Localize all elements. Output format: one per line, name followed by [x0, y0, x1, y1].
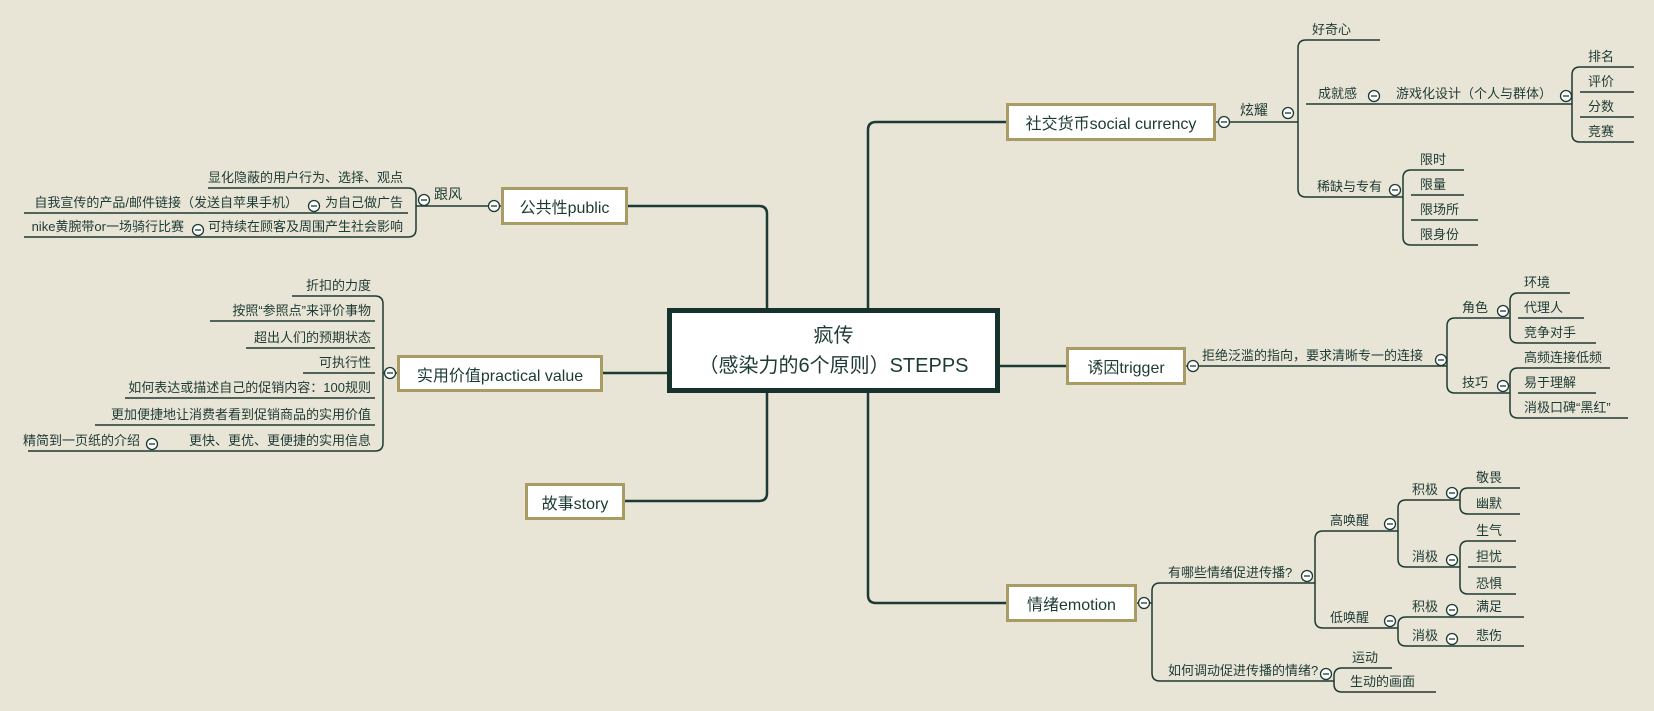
collapse-icon[interactable] [1559, 89, 1573, 103]
node-discount-strength[interactable]: 折扣的力度 [305, 278, 371, 293]
node-rule-100[interactable]: 如何表达或描述自己的促销内容：100规则 [128, 380, 371, 395]
node-limited-place[interactable]: 限场所 [1420, 202, 1460, 217]
node-anger[interactable]: 生气 [1476, 523, 1503, 538]
topic-practical-value[interactable]: 实用价值practical value [397, 355, 603, 392]
node-gamification[interactable]: 游戏化设计（个人与群体） [1396, 86, 1553, 101]
collapse-icon[interactable] [1434, 353, 1448, 367]
node-sadness[interactable]: 悲伤 [1476, 628, 1503, 643]
node-which-emotions[interactable]: 有哪些情绪促进传播? [1168, 565, 1293, 580]
topic-story[interactable]: 故事story [525, 483, 625, 520]
collapse-icon[interactable] [1445, 553, 1459, 567]
node-actionable[interactable]: 可执行性 [318, 355, 371, 370]
node-negative-wom[interactable]: 消极口碑“黑红” [1524, 400, 1611, 415]
node-high-negative[interactable]: 消极 [1412, 549, 1439, 564]
node-ranking[interactable]: 排名 [1588, 49, 1615, 64]
collapse-icon[interactable] [383, 366, 397, 380]
node-follow-trend[interactable]: 跟风 [434, 186, 462, 202]
topic-trigger[interactable]: 诱因trigger [1066, 347, 1186, 385]
node-low-arousal[interactable]: 低唤醒 [1330, 610, 1370, 625]
central-topic-line1: 疯传 [813, 324, 854, 347]
collapse-icon[interactable] [191, 223, 205, 237]
node-self-ad-example[interactable]: 自我宣传的产品/邮件链接（发送自苹果手机） [34, 195, 298, 210]
node-visible-behavior[interactable]: 显化隐蔽的用户行为、选择、观点 [207, 170, 403, 185]
node-competitor[interactable]: 竞争对手 [1524, 325, 1577, 340]
node-motion[interactable]: 运动 [1352, 650, 1379, 665]
node-vivid-picture[interactable]: 生动的画面 [1350, 674, 1416, 689]
node-environment[interactable]: 环境 [1524, 275, 1551, 290]
topic-public[interactable]: 公共性public [501, 187, 628, 225]
node-curiosity[interactable]: 好奇心 [1312, 22, 1352, 37]
node-low-positive[interactable]: 积极 [1412, 599, 1439, 614]
collapse-icon[interactable] [1445, 632, 1459, 646]
node-limited-identity[interactable]: 限身份 [1420, 227, 1460, 242]
node-scarcity[interactable]: 稀缺与专有 [1317, 179, 1383, 194]
node-one-page-intro[interactable]: 精简到一页纸的介绍 [22, 433, 140, 448]
node-useful-info[interactable]: 更快、更优、更便捷的实用信息 [188, 433, 371, 448]
node-score[interactable]: 分数 [1588, 99, 1615, 114]
topic-social-currency[interactable]: 社交货币social currency [1006, 103, 1216, 141]
collapse-icon[interactable] [145, 437, 159, 451]
sub-connectors [24, 39, 1634, 693]
node-convenient-value[interactable]: 更加便捷地让消费者看到促销商品的实用价值 [110, 407, 371, 422]
node-awe[interactable]: 敬畏 [1476, 470, 1503, 485]
node-social-impact[interactable]: 可持续在顾客及周围产生社会影响 [207, 219, 403, 234]
node-limited-time[interactable]: 限时 [1420, 152, 1447, 167]
collapse-icon[interactable] [1281, 106, 1295, 120]
node-role[interactable]: 角色 [1462, 300, 1489, 315]
node-exceed-expectation[interactable]: 超出人们的预期状态 [253, 330, 371, 345]
node-show-off[interactable]: 炫耀 [1240, 102, 1268, 118]
node-humor[interactable]: 幽默 [1476, 496, 1503, 511]
node-self-ad[interactable]: 为自己做广告 [324, 195, 403, 210]
node-low-negative[interactable]: 消极 [1412, 628, 1439, 643]
node-contest[interactable]: 竞赛 [1588, 124, 1615, 139]
node-high-freq-link[interactable]: 高频连接低频 [1524, 350, 1603, 365]
collapse-icon[interactable] [1137, 596, 1151, 610]
collapse-icon[interactable] [1217, 115, 1231, 129]
node-high-positive[interactable]: 积极 [1412, 482, 1439, 497]
collapse-icon[interactable] [1496, 379, 1510, 393]
collapse-icon[interactable] [1445, 486, 1459, 500]
topic-emotion[interactable]: 情绪emotion [1006, 584, 1137, 622]
node-contentment[interactable]: 满足 [1476, 599, 1503, 614]
node-limited-quantity[interactable]: 限量 [1420, 177, 1447, 192]
node-how-mobilize[interactable]: 如何调动促进传播的情绪? [1168, 663, 1319, 678]
collapse-icon[interactable] [307, 199, 321, 213]
node-technique[interactable]: 技巧 [1462, 375, 1489, 390]
collapse-icon[interactable] [487, 199, 501, 213]
node-clear-connection[interactable]: 拒绝泛滥的指向，要求清晰专一的连接 [1202, 348, 1424, 363]
node-worry[interactable]: 担忧 [1476, 549, 1503, 564]
node-high-arousal[interactable]: 高唤醒 [1330, 513, 1370, 528]
node-easy-understand[interactable]: 易于理解 [1524, 375, 1577, 390]
node-reference-point[interactable]: 按照“参照点”来评价事物 [232, 303, 371, 318]
node-social-impact-example[interactable]: nike黄腕带or一场骑行比赛 [31, 219, 184, 234]
node-fear[interactable]: 恐惧 [1476, 576, 1503, 591]
main-connectors [603, 120, 1066, 605]
central-topic[interactable]: 疯传 （感染力的6个原则）STEPPS [667, 308, 1000, 393]
collapse-icon[interactable] [1445, 603, 1459, 617]
collapse-icon[interactable] [1383, 517, 1397, 531]
collapse-icon[interactable] [1186, 359, 1200, 373]
collapse-icon[interactable] [1319, 667, 1333, 681]
node-agent[interactable]: 代理人 [1524, 300, 1564, 315]
collapse-icon[interactable] [1367, 89, 1381, 103]
collapse-icon[interactable] [417, 193, 431, 207]
node-achievement[interactable]: 成就感 [1318, 86, 1358, 101]
collapse-icon[interactable] [1388, 183, 1402, 197]
collapse-icon[interactable] [1383, 614, 1397, 628]
central-topic-line2: （感染力的6个原则）STEPPS [698, 354, 969, 377]
node-rating[interactable]: 评价 [1588, 74, 1615, 89]
collapse-icon[interactable] [1496, 304, 1510, 318]
collapse-icon[interactable] [1300, 569, 1314, 583]
